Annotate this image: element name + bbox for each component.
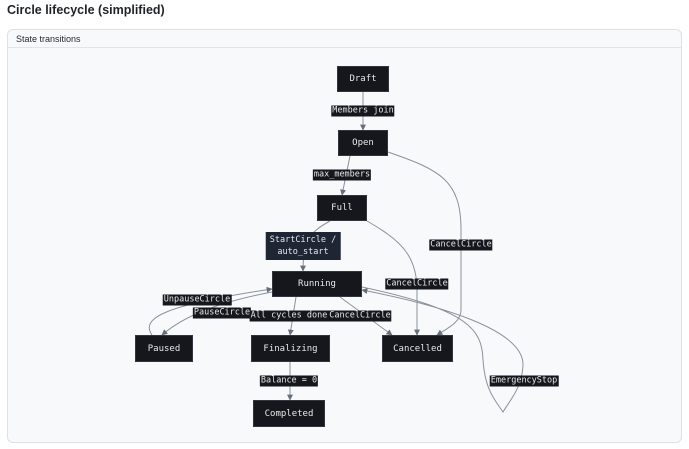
node-paused[interactable]: Paused bbox=[135, 335, 193, 362]
edge-label-emergency-stop: EmergencyStop bbox=[489, 375, 559, 387]
node-finalizing[interactable]: Finalizing bbox=[251, 335, 330, 362]
edge-label-unpause: UnpauseCircle bbox=[162, 294, 232, 306]
edge-label-members-join: Members join bbox=[331, 105, 395, 117]
edge-label-start-circle-line2: auto_start bbox=[277, 247, 329, 257]
edge-label-max-members: max_members bbox=[312, 169, 372, 181]
node-open[interactable]: Open bbox=[338, 130, 388, 156]
node-cancelled[interactable]: Cancelled bbox=[382, 335, 453, 362]
node-completed[interactable]: Completed bbox=[253, 400, 325, 427]
edge-label-full-cancel: CancelCircle bbox=[385, 278, 449, 290]
edge-label-start-circle: StartCircle / auto_start bbox=[265, 232, 341, 260]
edge-label-all-cycles-done: All cycles done bbox=[249, 310, 329, 322]
page-title: Circle lifecycle (simplified) bbox=[7, 3, 165, 17]
edge-label-pause: PauseCircle bbox=[192, 307, 252, 319]
node-draft[interactable]: Draft bbox=[337, 66, 389, 92]
edge-paused-running bbox=[148, 286, 273, 336]
edge-label-balance-zero: Balance = 0 bbox=[259, 375, 319, 387]
diagram-card: State transitions bbox=[7, 29, 682, 443]
card-header: State transitions bbox=[8, 30, 681, 48]
edge-label-running-cancel: CancelCircle bbox=[328, 310, 392, 322]
node-full[interactable]: Full bbox=[317, 195, 367, 221]
edge-label-open-cancel: CancelCircle bbox=[429, 239, 493, 251]
edge-emergency-stop-loop bbox=[361, 286, 524, 413]
edge-open-cancelled bbox=[387, 151, 462, 336]
node-running[interactable]: Running bbox=[272, 271, 362, 297]
edge-label-start-circle-line1: StartCircle / bbox=[269, 235, 337, 245]
